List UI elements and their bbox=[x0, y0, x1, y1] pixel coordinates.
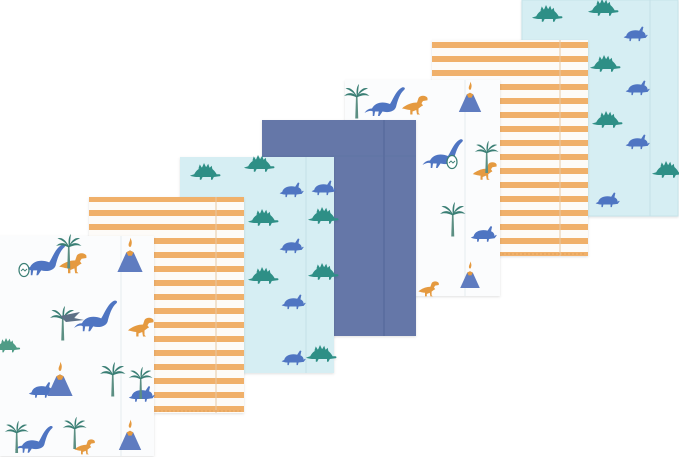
washcloth-1-white-dino bbox=[0, 234, 155, 456]
